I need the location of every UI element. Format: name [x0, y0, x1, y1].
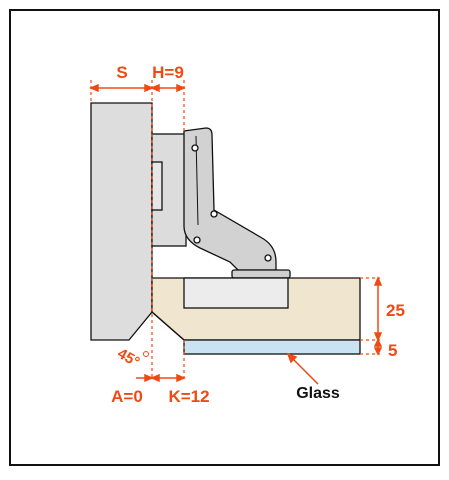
label-a: A=0: [111, 387, 143, 406]
label-5: 5: [388, 341, 397, 360]
cabinet-side-panel: [90, 102, 153, 341]
bevel-line: [151, 311, 185, 341]
label-s: S: [116, 63, 127, 82]
hinge-body: [151, 127, 291, 279]
label-25: 25: [386, 301, 405, 320]
dimension-arrows: [89, 83, 383, 385]
angle-marker: [143, 351, 149, 357]
label-h: H=9: [152, 63, 184, 82]
label-glass: Glass: [296, 385, 340, 402]
glass-panel: [183, 339, 361, 355]
hinge-cup: [183, 277, 289, 309]
label-k: K=12: [168, 387, 209, 406]
reference-lines: [90, 80, 380, 380]
